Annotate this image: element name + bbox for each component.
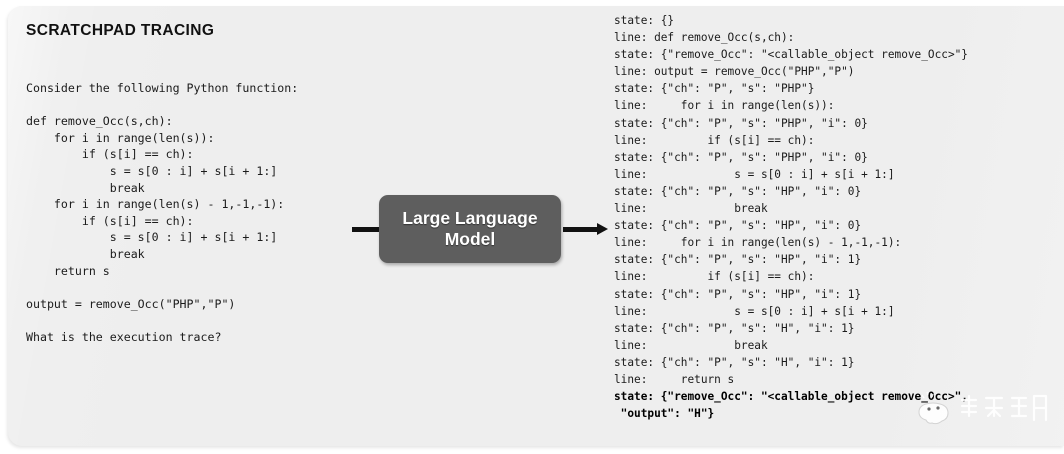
prompt-question-text: What is the execution trace? [26, 329, 222, 344]
trace-line: state: {"ch": "P", "s": "HP", "i": 0} [614, 219, 862, 233]
trace-line: line: if (s[i] == ch): [614, 270, 815, 284]
trace-line: state: {"ch": "P", "s": "H", "i": 1} [614, 355, 855, 369]
spacer [26, 312, 356, 329]
trace-line: state: {"ch": "P", "s": "PHP"} [614, 82, 815, 96]
trace-line: state: {"remove_Occ": "<callable_object … [614, 390, 968, 404]
trace-line: state: {} [614, 14, 675, 27]
trace-line: line: for i in range(len(s)): [614, 99, 835, 113]
arrow-right-icon-output [563, 223, 609, 235]
large-language-model-box: Large Language Model [379, 195, 561, 263]
trace-line: line: break [614, 338, 768, 352]
trace-line: state: {"ch": "P", "s": "H", "i": 1} [614, 321, 855, 335]
function-call-line: output = remove_Occ("PHP","P") [26, 296, 236, 311]
prompt-column: SCRATCHPAD TRACING Consider the followin… [26, 22, 356, 346]
prompt-intro-text: Consider the following Python function: [26, 81, 299, 95]
trace-line: line: break [614, 202, 768, 216]
python-function-code: def remove_Occ(s,ch): for i in range(len… [26, 114, 285, 278]
spacer [26, 97, 356, 114]
trace-line: line: def remove_Occ(s,ch): [614, 31, 795, 45]
execution-trace-output: state: {} line: def remove_Occ(s,ch):stat… [614, 12, 1060, 422]
arrow-head [597, 223, 608, 235]
arrow-shaft [352, 227, 387, 232]
trace-line: state: {"remove_Occ": "<callable_object … [614, 48, 968, 62]
trace-line: state: {"ch": "P", "s": "HP", "i": 1} [614, 287, 862, 301]
trace-line: state: {"ch": "P", "s": "HP", "i": 1} [614, 253, 862, 267]
trace-line: line: output = remove_Occ("PHP","P") [614, 65, 855, 79]
trace-line: "output": "H"} [614, 407, 715, 421]
spacer [26, 279, 356, 296]
trace-line: line: s = s[0 : i] + s[i + 1:] [614, 167, 895, 181]
trace-line: line: if (s[i] == ch): [614, 133, 815, 147]
trace-line: line: for i in range(len(s) - 1,-1,-1): [614, 236, 902, 250]
arrow-shaft [563, 227, 598, 232]
trace-line: state: {"ch": "P", "s": "PHP", "i": 0} [614, 150, 868, 164]
page-title: SCRATCHPAD TRACING [26, 22, 215, 39]
llm-box-label: Large Language Model [402, 208, 538, 249]
trace-line: line: s = s[0 : i] + s[i + 1:] [614, 304, 895, 318]
trace-line: state: {"ch": "P", "s": "PHP", "i": 0} [614, 116, 868, 130]
trace-line: state: {"ch": "P", "s": "HP", "i": 0} [614, 184, 862, 198]
trace-line: line: return s [614, 372, 735, 386]
